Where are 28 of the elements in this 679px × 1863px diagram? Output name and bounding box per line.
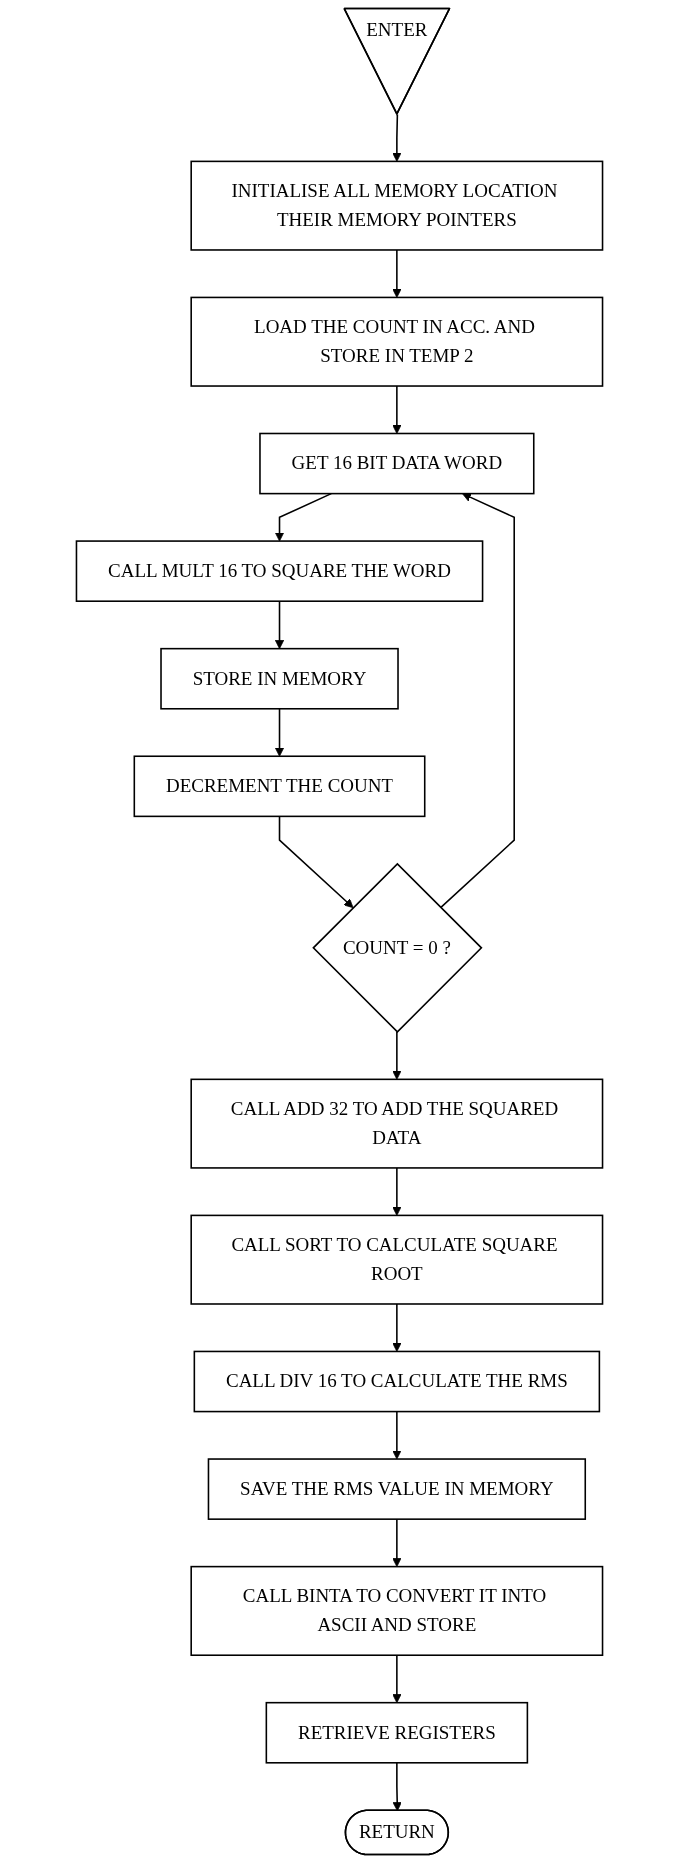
arrow — [392, 1167, 402, 1216]
arrow — [392, 385, 402, 434]
node-box: INITIALISE ALL MEMORY LOCATION THEIR MEMORY POINTERS — [190, 160, 604, 251]
node-box: CALL SORT TO CALCULATE SQUARE ROOT — [190, 1214, 604, 1305]
arrow — [392, 1762, 402, 1812]
node-box: DECREMENT THE COUNT — [133, 755, 426, 818]
arrow — [278, 815, 354, 909]
arrow — [392, 249, 402, 298]
node-box: CALL MULT 16 TO SQUARE THE WORD — [75, 540, 484, 602]
node-box: LOAD THE COUNT IN ACC. AND STORE IN TEMP 2 — [190, 296, 604, 387]
node-box: CALL BINTA TO CONVERT IT INTO ASCII AND STORE — [190, 1565, 604, 1656]
arrow — [392, 113, 402, 162]
arrow — [392, 1654, 402, 1704]
arrow — [392, 1410, 402, 1460]
arrow — [392, 1031, 402, 1080]
arrow — [392, 1303, 402, 1352]
node-box: CALL ADD 32 TO ADD THE SQUARED DATA — [190, 1078, 604, 1169]
node-box: GET 16 BIT DATA WORD — [259, 432, 535, 495]
node-diamond: COUNT = 0 ? — [312, 862, 483, 1033]
arrow — [392, 1518, 402, 1568]
node-box: STORE IN MEMORY — [160, 647, 399, 710]
arrow — [274, 600, 285, 650]
arrow — [274, 492, 333, 542]
node-box: RETRIEVE REGISTERS — [265, 1701, 529, 1764]
arrow — [274, 708, 285, 757]
arrow — [439, 492, 515, 909]
node-box: CALL DIV 16 TO CALCULATE THE RMS — [193, 1350, 601, 1413]
node-box: SAVE THE RMS VALUE IN MEMORY — [207, 1458, 587, 1520]
